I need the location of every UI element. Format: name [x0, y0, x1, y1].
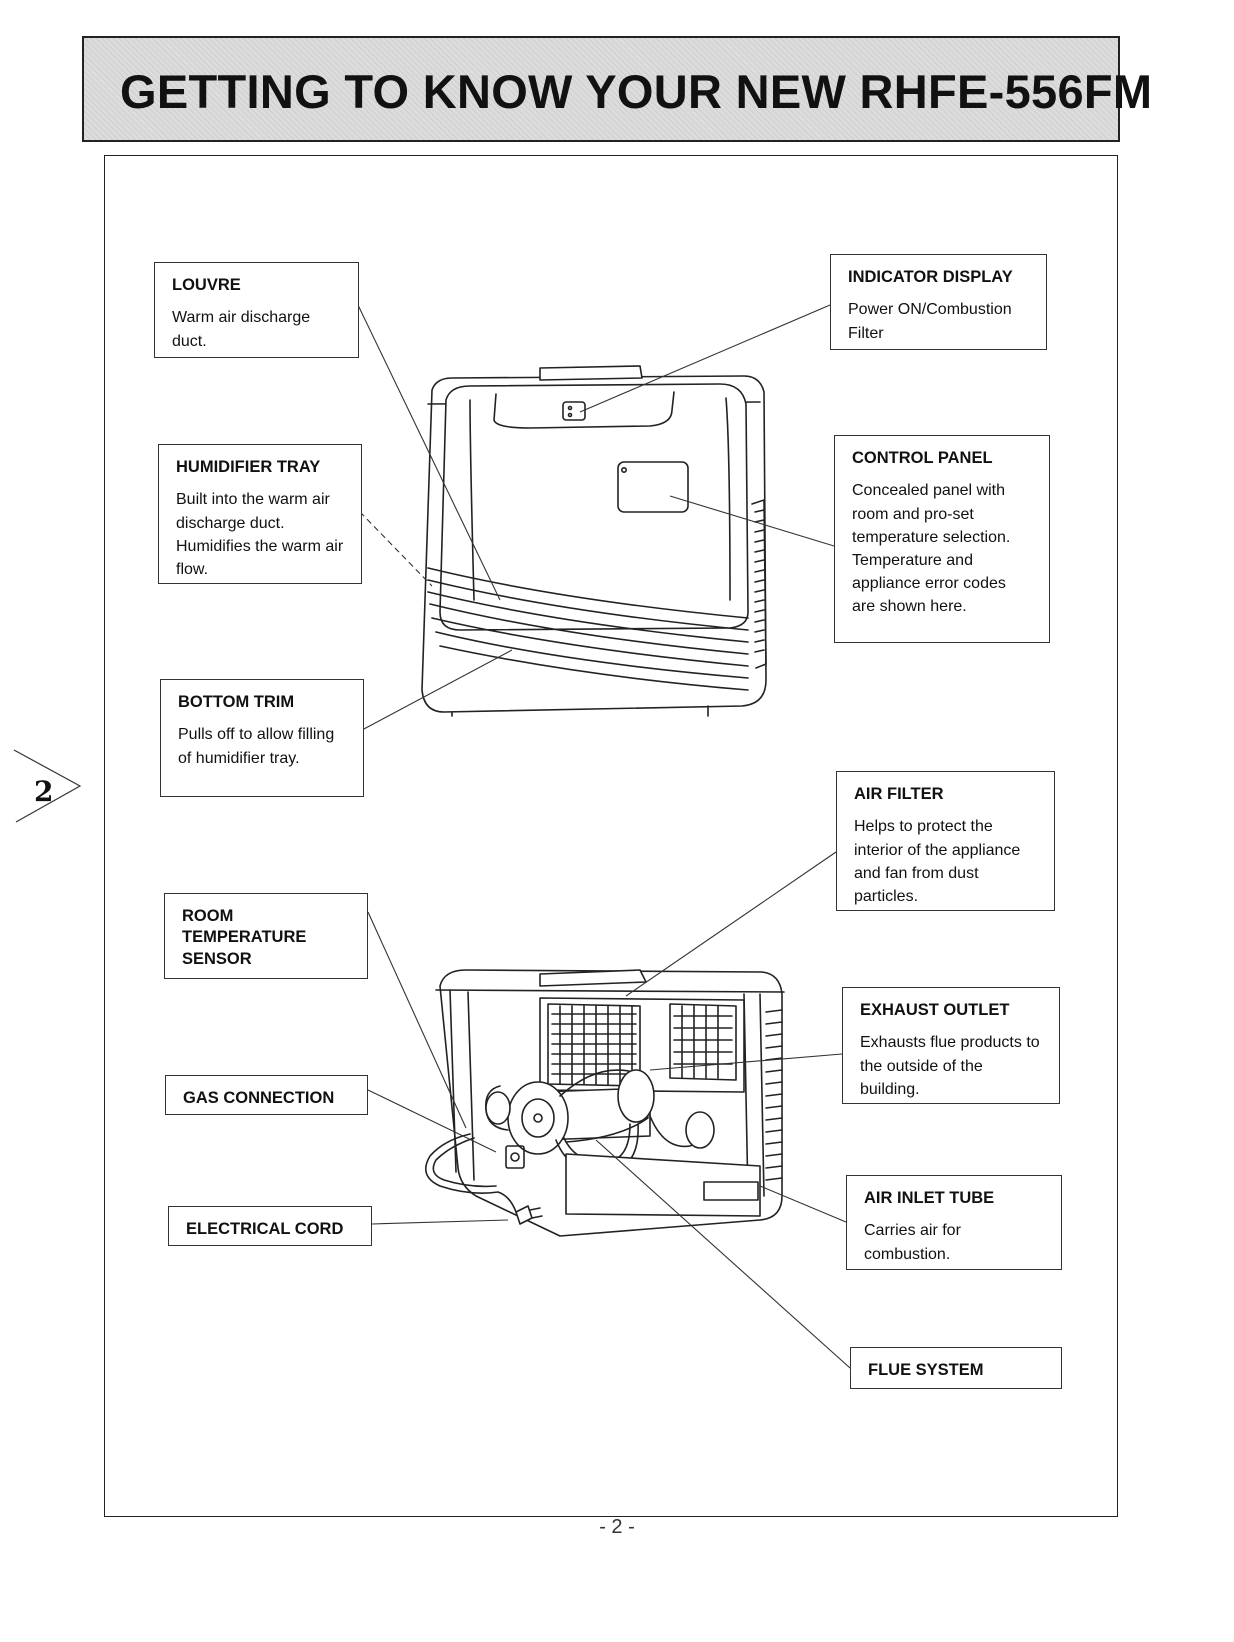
leader-room-temperature-sensor	[367, 911, 467, 1129]
page-tab-marker	[13, 749, 82, 823]
callout-title: INDICATOR DISPLAY	[848, 268, 1013, 286]
callout-text: Warm air discharge duct.	[172, 309, 311, 350]
leader-lines	[357, 304, 851, 1369]
callout-title: GAS CONNECTION	[183, 1089, 335, 1107]
leader-control-panel	[669, 495, 835, 547]
diagram-frame	[104, 155, 1118, 1517]
callout-title: HUMIDIFIER TRAY	[176, 458, 321, 476]
leader-louvre	[357, 304, 501, 601]
callout-text: Exhausts flue products to the outside of…	[860, 1034, 1040, 1098]
callout-title: ROOM TEMPERATURE SENSOR	[182, 907, 307, 968]
callout-text: Power ON/Combustion Filter	[848, 301, 1012, 342]
callout-room-temperature-sensor: ROOM TEMPERATURE SENSOR	[164, 893, 368, 979]
heater-rear-view	[424, 969, 785, 1237]
title-banner: GETTING TO KNOW YOUR NEW RHFE-556FM	[82, 36, 1152, 142]
callout-air-inlet-tube: AIR INLET TUBE Carries air for combustio…	[846, 1175, 1062, 1270]
callout-title: AIR FILTER	[854, 785, 944, 803]
callout-flue-system: FLUE SYSTEM	[850, 1347, 1062, 1389]
callout-title: LOUVRE	[172, 276, 241, 294]
leader-air-filter	[625, 851, 837, 997]
leader-flue-system	[595, 1139, 851, 1369]
callout-text: Helps to protect the interior of the app…	[854, 818, 1021, 905]
page-title: GETTING TO KNOW YOUR NEW RHFE-556FM	[120, 65, 1153, 118]
leader-electrical-cord	[371, 1219, 509, 1225]
callout-gas-connection: GAS CONNECTION	[165, 1075, 368, 1115]
heater-front-view	[421, 365, 767, 717]
leader-bottom-trim	[361, 649, 513, 731]
page-number-marker: 2	[34, 775, 54, 808]
callout-title: BOTTOM TRIM	[178, 693, 295, 711]
leader-indicator-display	[579, 304, 831, 413]
callout-control-panel: CONTROL PANEL Concealed panel with room …	[834, 435, 1050, 643]
leader-gas-connection	[367, 1089, 497, 1153]
callout-bottom-trim: BOTTOM TRIM Pulls off to allow filling o…	[160, 679, 364, 797]
page-footer: - 2 -	[599, 1516, 635, 1538]
callout-title: AIR INLET TUBE	[864, 1189, 995, 1207]
callout-text: Concealed panel with room and pro-set te…	[852, 482, 1011, 616]
callout-text: Built into the warm air discharge duct. …	[176, 491, 344, 578]
callout-text: Pulls off to allow filling of humidifier…	[178, 726, 335, 767]
callout-title: EXHAUST OUTLET	[860, 1001, 1010, 1019]
leader-humidifier-tray	[359, 511, 433, 587]
callout-text: Carries air for combustion.	[864, 1222, 961, 1263]
callout-electrical-cord: ELECTRICAL CORD	[168, 1206, 372, 1246]
callout-indicator-display: INDICATOR DISPLAY Power ON/Combustion Fi…	[830, 254, 1047, 350]
callout-air-filter: AIR FILTER Helps to protect the interior…	[836, 771, 1055, 911]
callout-title: CONTROL PANEL	[852, 449, 993, 467]
callout-humidifier-tray: HUMIDIFIER TRAY Built into the warm air …	[158, 444, 362, 584]
callout-title: ELECTRICAL CORD	[186, 1220, 344, 1238]
leader-exhaust-outlet	[649, 1053, 843, 1071]
callout-exhaust-outlet: EXHAUST OUTLET Exhausts flue products to…	[842, 987, 1060, 1104]
leader-air-inlet-tube	[759, 1185, 847, 1223]
callout-title: FLUE SYSTEM	[868, 1361, 984, 1379]
callout-louvre: LOUVRE Warm air discharge duct.	[154, 262, 359, 358]
